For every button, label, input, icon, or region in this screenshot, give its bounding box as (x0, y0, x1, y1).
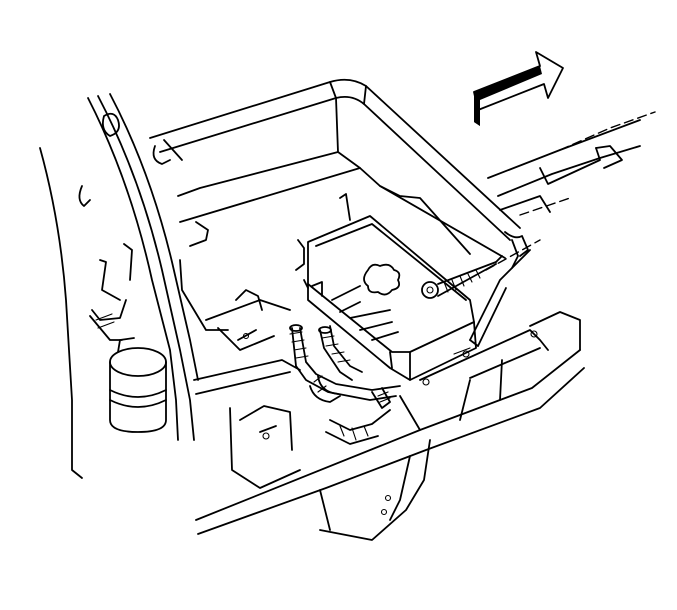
cable-harness (289, 324, 401, 445)
forward-arrow-icon (473, 51, 564, 126)
reservoir-canister (109, 337, 167, 433)
battery (295, 215, 477, 381)
tray-back-wall (177, 97, 506, 259)
hold-down-bolt (421, 239, 541, 347)
battery-vent-cap (363, 263, 401, 296)
lower-bracket (195, 311, 585, 541)
tray-floor (179, 259, 301, 395)
fender-panel (39, 93, 199, 479)
frame-rail (487, 111, 656, 216)
